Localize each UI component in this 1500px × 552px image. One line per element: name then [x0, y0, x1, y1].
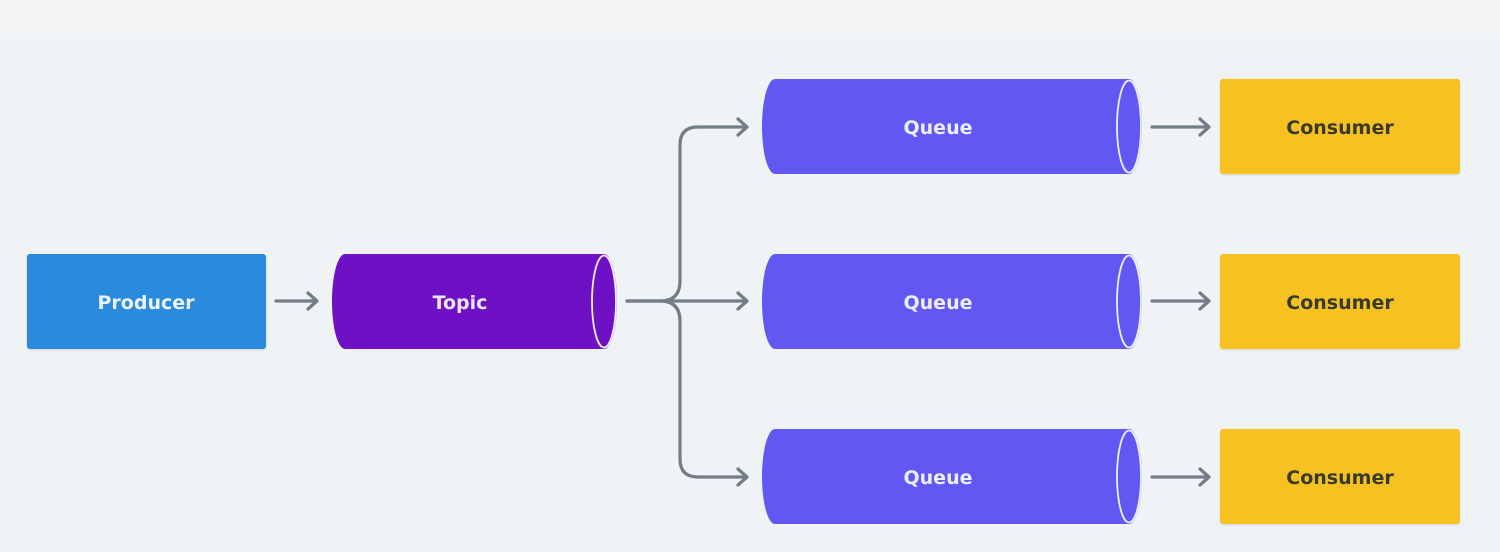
top-band — [0, 0, 1500, 38]
arrow-topic-to-queue-2 — [625, 291, 749, 311]
queue-node-2: Queue — [762, 254, 1143, 349]
arrow-topic-to-queue-1 — [625, 117, 749, 303]
queue-label: Queue — [904, 292, 973, 314]
queue-label: Queue — [904, 117, 973, 139]
queue-label: Queue — [904, 467, 973, 489]
topic-node: Topic — [332, 254, 617, 349]
queue-node-1: Queue — [762, 79, 1143, 174]
arrow-queue-3-to-consumer-3 — [1150, 467, 1211, 487]
consumer-node-2: Consumer — [1220, 254, 1460, 349]
consumer-node-3: Consumer — [1220, 429, 1460, 524]
producer-node: Producer — [27, 254, 266, 349]
arrow-queue-2-to-consumer-2 — [1150, 291, 1211, 311]
arrow-producer-to-topic — [274, 291, 319, 311]
producer-label: Producer — [98, 292, 196, 314]
queue-node-3: Queue — [762, 429, 1143, 524]
connectors — [274, 117, 1211, 487]
consumer-node-1: Consumer — [1220, 79, 1460, 174]
arrow-topic-to-queue-3 — [658, 299, 749, 487]
consumer-label: Consumer — [1286, 117, 1394, 139]
arrow-queue-1-to-consumer-1 — [1150, 117, 1211, 137]
consumer-label: Consumer — [1286, 292, 1394, 314]
consumer-label: Consumer — [1286, 467, 1394, 489]
topic-label: Topic — [433, 292, 488, 314]
